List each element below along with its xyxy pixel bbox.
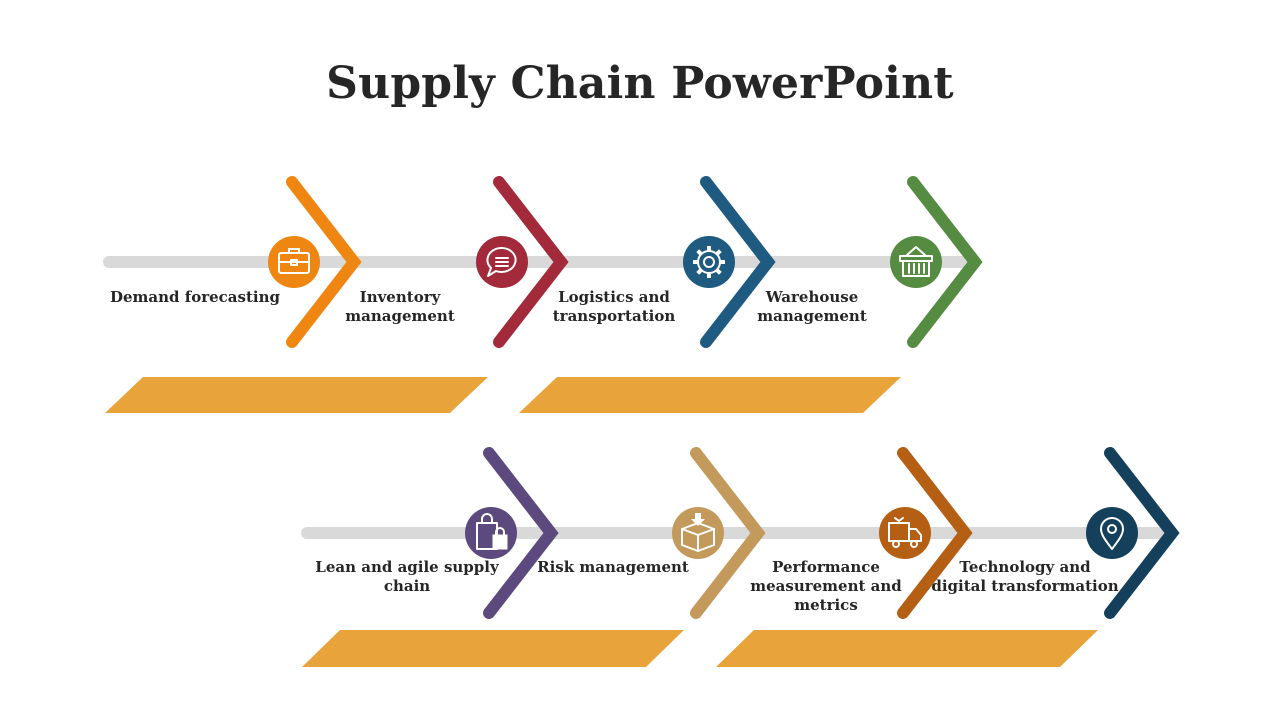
chevron-arrow-1 [286, 176, 362, 348]
step-icon-7 [879, 507, 931, 559]
chevron-arrow-7 [897, 447, 973, 619]
step-label-3: Logistics and transportation [552, 288, 676, 325]
slide-title: Supply Chain PowerPoint [326, 58, 954, 109]
step-icon-4 [890, 236, 942, 288]
step-label-2: Inventory management [345, 288, 455, 325]
chevron-arrow-3 [700, 176, 776, 348]
step-label-6: Risk management [537, 558, 689, 576]
step-icon-2 [476, 236, 528, 288]
basket-icon [899, 246, 933, 277]
chevron-arrow-4 [907, 176, 983, 348]
band-bottom-left [302, 630, 684, 667]
icon-circle [683, 236, 735, 288]
chevron-arrow-6 [690, 447, 766, 619]
chevron-arrow-5 [483, 447, 559, 619]
chevron-arrow-8 [1104, 447, 1180, 619]
step-label-1: Demand forecasting [110, 288, 280, 306]
gear-icon [693, 246, 725, 278]
package-box-icon [681, 513, 715, 552]
delivery-truck-icon [888, 517, 922, 548]
icon-circle [879, 507, 931, 559]
step-label-5: Lean and agile supply chain [315, 558, 499, 595]
band-top-right [519, 377, 901, 413]
step-icon-8 [1086, 507, 1138, 559]
shopping-bag-icon [476, 513, 508, 550]
step-icon-5 [465, 507, 517, 559]
chat-bubble-icon [486, 246, 517, 277]
location-pin-icon [1100, 517, 1124, 550]
briefcase-icon [278, 248, 310, 274]
chevron-arrow-2 [493, 176, 569, 348]
step-label-4: Warehouse management [757, 288, 867, 325]
step-icon-3 [683, 236, 735, 288]
step-label-7: Performance measurement and metrics [750, 558, 902, 614]
step-icon-6 [672, 507, 724, 559]
band-bottom-right [716, 630, 1098, 667]
step-icon-1 [268, 236, 320, 288]
band-top-left [105, 377, 488, 413]
step-label-8: Technology and digital transformation [931, 558, 1119, 595]
